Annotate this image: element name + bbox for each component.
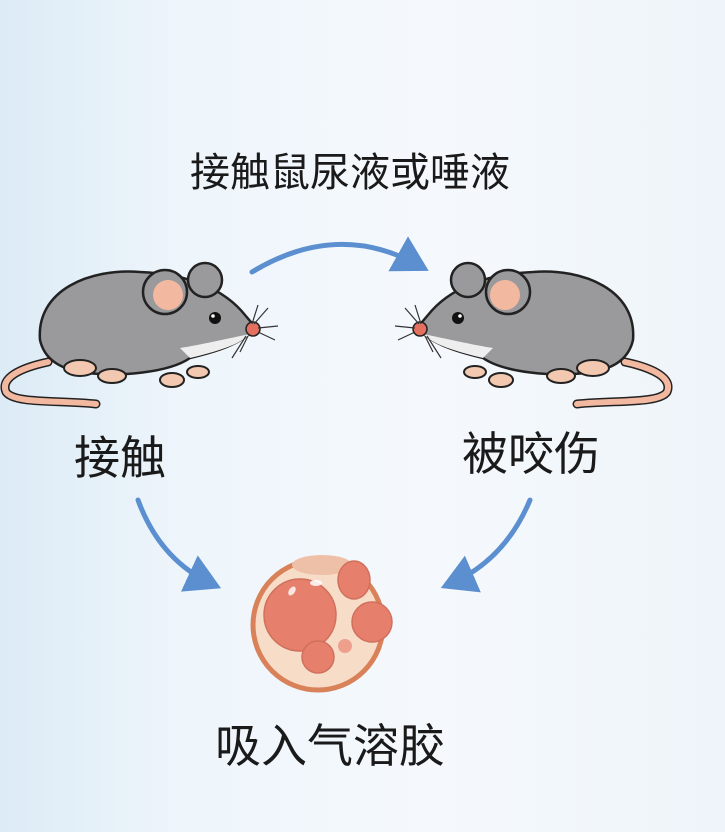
diagram-title: 接触鼠尿液或唾液 bbox=[190, 150, 510, 196]
label-aerosol: 吸入气溶胶 bbox=[215, 719, 445, 773]
label-bite: 被咬伤 bbox=[462, 427, 600, 481]
arrow-left bbox=[135, 497, 222, 592]
arrow-top bbox=[249, 236, 429, 275]
mouse-right-icon bbox=[395, 263, 668, 404]
aerosol-cell-icon bbox=[250, 555, 393, 693]
label-contact: 接触 bbox=[74, 431, 166, 485]
mouse-left-icon bbox=[5, 263, 278, 404]
arrow-right bbox=[440, 497, 533, 593]
